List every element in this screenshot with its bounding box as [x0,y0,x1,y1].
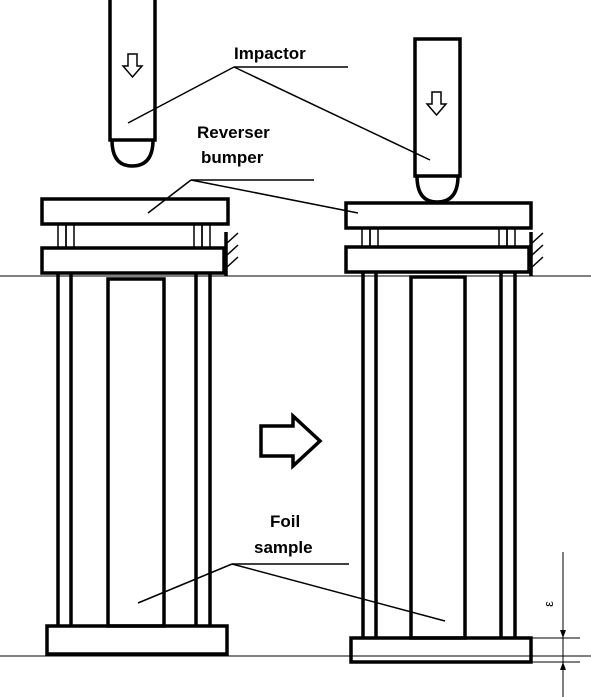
reverser-bumper-callout: Reverser bumper [147,123,359,214]
right-columns [361,272,517,638]
impactor-callout: Impactor [127,44,431,161]
reverser-label-line2: bumper [201,148,264,167]
right-assembly [344,37,544,664]
left-upper-connector-3 [193,223,203,249]
right-base-plate [349,636,533,664]
right-wall-support [529,232,544,276]
right-upper-connector-1 [361,227,371,248]
left-base-plate [45,624,229,656]
strain-dimension: ε [531,552,580,697]
right-impactor [413,37,462,204]
right-arrow-icon [259,411,323,471]
reverser-label-line1: Reverser [197,123,270,142]
left-top-plate [40,197,230,226]
foil-label-line2: sample [254,538,313,557]
right-upper-connector-4 [506,227,516,248]
down-arrow-icon [425,91,448,117]
left-upper-connector-2 [65,223,75,249]
left-upper-connector-1 [57,223,67,249]
foil-sample-callout: Foil sample [137,512,446,622]
left-columns [56,273,212,626]
impactor-label: Impactor [234,44,306,63]
down-arrow-icon [121,53,144,79]
left-assembly [40,0,239,656]
left-middle-plate [40,246,226,275]
left-upper-connector-4 [201,223,211,249]
right-upper-connector-2 [369,227,379,248]
right-middle-plate [344,245,531,274]
dimension-epsilon-label: ε [541,601,556,607]
left-wall-support [224,232,239,276]
right-upper-connector-3 [498,227,508,248]
right-top-plate [344,201,533,230]
foil-label-line1: Foil [270,512,300,531]
left-impactor [108,0,157,168]
right-foil-sample [409,275,467,640]
left-foil-sample [106,277,166,628]
